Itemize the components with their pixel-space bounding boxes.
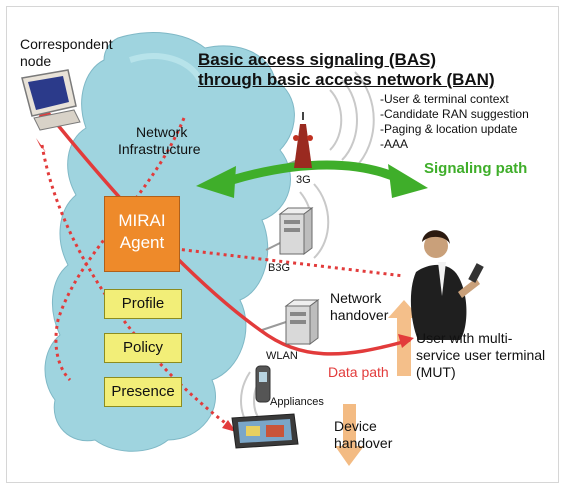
network-handover-label-1: Network <box>330 290 382 306</box>
appliances-label: Appliances <box>270 396 324 408</box>
mirai-agent-box: MIRAI Agent <box>104 196 180 272</box>
device-handover-label-2: handover <box>334 435 393 451</box>
label-3g: 3G <box>296 174 311 186</box>
tablet-device-icon <box>231 413 299 449</box>
network-infra-label-2: Infrastructure <box>118 141 201 157</box>
bas-function-3: -Paging & location update <box>380 122 518 136</box>
label-b3g: B3G <box>268 262 291 274</box>
correspondent-label-1: Correspondent <box>20 36 113 52</box>
dotted-arrowhead-1 <box>36 138 46 152</box>
signaling-path-arrow <box>196 160 428 198</box>
network-infra-label-1: Network <box>136 124 188 140</box>
network-handover-label-2: handover <box>330 307 389 323</box>
presence-module: Presence <box>104 377 182 407</box>
correspondent-label-2: node <box>20 53 52 69</box>
data-path-label: Data path <box>328 364 389 380</box>
diagram-frame <box>6 6 559 483</box>
server-icon <box>278 207 314 255</box>
mobile-phone-icon <box>255 365 271 403</box>
profile-module: Profile <box>104 289 182 319</box>
user-label-1: User with multi- <box>416 330 513 346</box>
user-figure-icon <box>410 230 484 340</box>
label-wlan: WLAN <box>266 350 298 362</box>
bas-function-4: -AAA <box>380 137 409 151</box>
title-line-2: through basic access network (BAN) <box>198 70 495 89</box>
signaling-path-label: Signaling path <box>424 160 528 177</box>
user-label-2: service user terminal <box>416 347 546 363</box>
mirai-agent-line-2: Agent <box>119 233 165 252</box>
dotted-arrowhead-2 <box>222 420 236 432</box>
device-handover-arrow <box>335 404 364 466</box>
device-handover-label-1: Device <box>334 418 377 434</box>
computer-monitor-icon <box>21 69 81 131</box>
mirai-agent-line-1: MIRAI <box>118 211 166 230</box>
user-label-3: (MUT) <box>416 364 456 380</box>
title-line-1: Basic access signaling (BAS) <box>198 50 437 69</box>
wlan-access-point-icon <box>284 299 320 345</box>
cell-tower-icon <box>293 112 313 168</box>
bas-function-2: -Candidate RAN suggestion <box>380 107 529 121</box>
policy-module: Policy <box>104 333 182 363</box>
bas-function-1: -User & terminal context <box>380 92 509 106</box>
